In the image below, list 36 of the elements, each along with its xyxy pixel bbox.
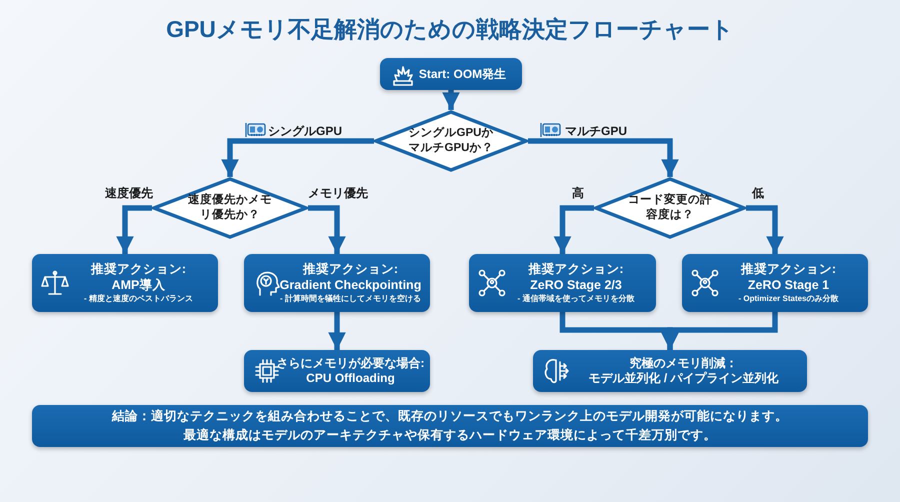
action-heading: 推奨アクション: [90, 262, 186, 278]
arrow [308, 205, 346, 254]
action-note: - 通信帯域を使ってメモリを分散 [518, 294, 634, 304]
arrow [746, 205, 784, 254]
edge-label: マルチGPU [565, 123, 628, 140]
action-title: AMP導入 [112, 278, 166, 294]
question-text: シングルGPUかマルチGPUか？ [408, 126, 494, 156]
arrow [221, 138, 374, 177]
arrow [528, 138, 679, 177]
arrow [554, 205, 594, 254]
action-heading: さらにメモリが必要な場合: [276, 356, 424, 371]
edge-label: 低 [752, 185, 764, 202]
action-heading: 推奨アクション: [528, 262, 624, 278]
action-title: ZeRO Stage 1 [748, 278, 830, 294]
question-text: 速度優先かメモリ優先か？ [187, 193, 273, 223]
action-title: ZeRO Stage 2/3 [530, 278, 622, 294]
start-label: Start: OOM発生 [418, 66, 506, 82]
arrow [442, 90, 460, 110]
action-title: Gradient Checkpointing [280, 278, 422, 294]
action-note: - 計算時間を犠牲にしてメモリを空ける [280, 294, 421, 304]
title: GPUメモリ不足解消のための戦略決定フローチャート [166, 16, 734, 42]
action-title: CPU Offloading [306, 371, 395, 386]
arrow [328, 312, 346, 350]
action-title: モデル並列化 / パイプライン並列化 [588, 371, 778, 386]
edge-label: メモリ優先 [308, 185, 368, 202]
action-heading: 推奨アクション: [740, 262, 836, 278]
edge-label: 高 [572, 185, 584, 202]
question-text: コード変更の許容度は？ [627, 193, 713, 223]
action-note: - 精度と速度のベストバランス [84, 294, 193, 304]
conclusion-text: 結論：適切なテクニックを組み合わせることで、既存のリソースでもワンランク上のモデル開発が可能になります。最適な構成はモデルのアーキテクチャや保有するハードウェア環境によって千差万別です。 [110, 408, 789, 444]
action-heading: 推奨アクション: [302, 262, 398, 278]
action-note: - Optimizer Statesのみ分散 [738, 294, 838, 304]
arrow [661, 312, 778, 350]
edge-label: 速度優先 [105, 185, 153, 202]
action-heading: 究極のメモリ削減： [630, 356, 738, 371]
edge-label: シングルGPU [268, 123, 342, 140]
